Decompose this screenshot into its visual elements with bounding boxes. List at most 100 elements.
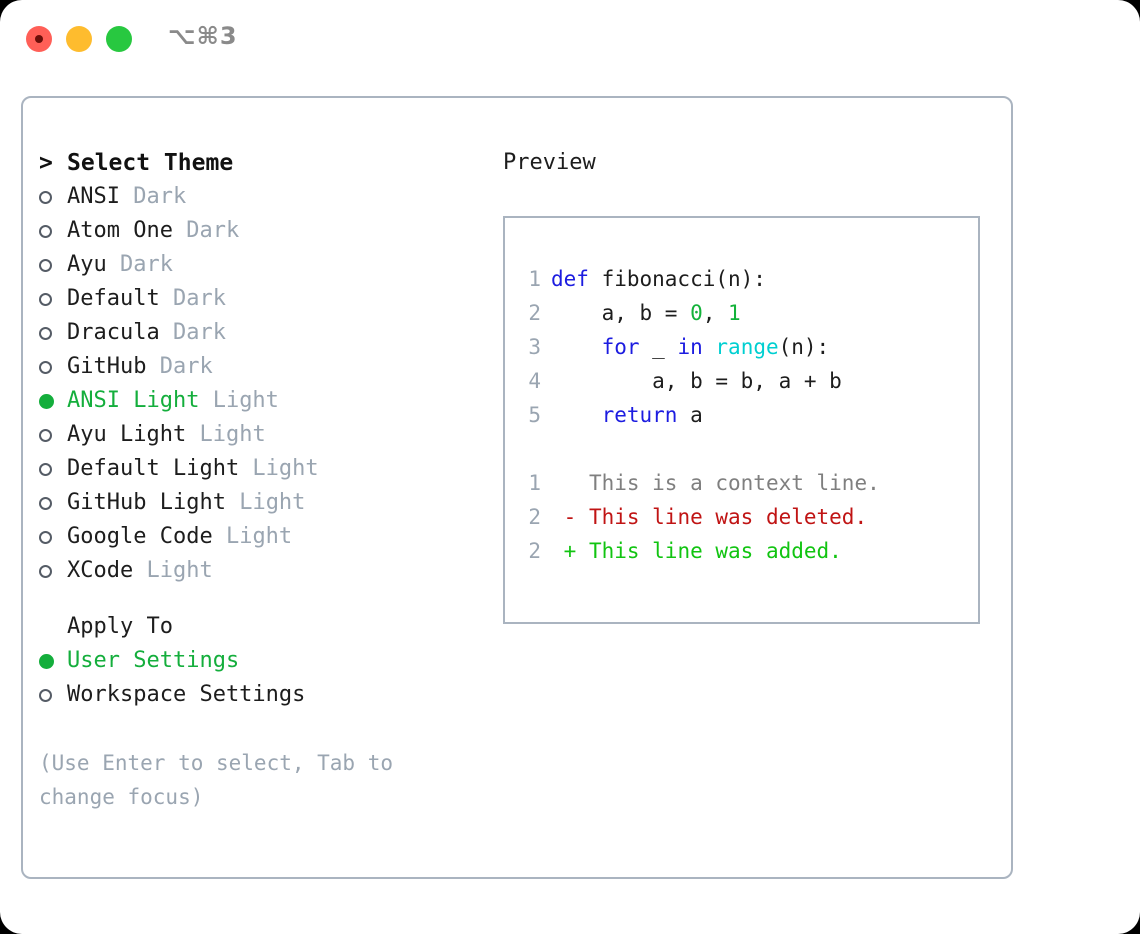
theme-list-item[interactable]: Dracula Dark [39,316,489,350]
radio-unselected-icon[interactable] [39,224,67,238]
radio-unselected-icon[interactable] [39,530,67,544]
diff-line: 2 - This line was deleted. [519,500,978,534]
theme-name: GitHub Light [67,490,226,515]
radio-glyph [39,258,52,272]
code-token: in [677,335,703,359]
diff-marker [551,471,576,495]
theme-name: Atom One [67,218,173,243]
diff-marker: + [551,539,577,563]
radio-unselected-icon[interactable] [39,360,67,374]
theme-name: Dracula [67,320,160,345]
diff-text: This is a context line. [576,471,880,495]
theme-list-item[interactable]: GitHub Dark [39,350,489,384]
radio-glyph [39,393,54,409]
code-token: return [601,403,678,427]
preview-title: Preview [503,150,596,175]
theme-list-item[interactable]: GitHub Light Light [39,486,489,520]
code-line: 3 for _ in range(n): [519,330,978,364]
diff-line: 1 This is a context line. [519,466,978,500]
radio-glyph [39,530,52,544]
apply-to-option[interactable]: User Settings [39,644,489,678]
theme-list-item[interactable]: Default Dark [39,282,489,316]
radio-unselected-icon[interactable] [39,564,67,578]
diff-line: 2 + This line was added. [519,534,978,568]
theme-name: Ayu Light [67,422,187,447]
theme-list-item[interactable]: Default Light Light [39,452,489,486]
radio-glyph [39,428,52,442]
line-number: 1 [528,267,541,291]
diff-text: This line was added. [576,539,842,563]
apply-to-label: User Settings [67,648,240,673]
code-token [551,335,602,359]
line-number: 5 [528,403,541,427]
theme-name: Default Light [67,456,240,481]
radio-glyph [39,224,52,238]
radio-unselected-icon[interactable] [39,258,67,272]
code-token: (n): [778,335,830,359]
theme-kind-badge: Dark [172,218,240,243]
theme-picker-header: > Select Theme [39,146,489,180]
code-token: 0 [690,301,703,325]
code-token [703,335,716,359]
code-token: range [715,335,779,359]
code-token: fibonacci(n): [601,267,766,291]
theme-kind-badge: Light [133,558,213,583]
theme-name: ANSI [67,184,120,209]
theme-list-item[interactable]: XCode Light [39,554,489,588]
radio-glyph [39,360,52,374]
theme-kind-badge: Dark [159,320,226,345]
caret-icon: > [39,150,53,176]
close-button[interactable] [26,26,52,52]
apply-to-option[interactable]: Workspace Settings [39,678,489,712]
theme-list-item[interactable]: Ayu Dark [39,248,489,282]
maximize-button[interactable] [106,26,132,52]
line-number: 3 [528,335,541,359]
radio-glyph [39,496,52,510]
radio-unselected-icon[interactable] [39,428,67,442]
code-token [551,403,602,427]
theme-name: Default [67,286,160,311]
theme-name: Ayu [67,252,107,277]
title-bar: ⌥⌘3 [0,0,1140,78]
radio-selected-icon[interactable] [39,653,67,669]
radio-glyph [39,653,54,669]
radio-unselected-icon[interactable] [39,688,67,702]
theme-list-item[interactable]: Ayu Light Light [39,418,489,452]
radio-unselected-icon[interactable] [39,496,67,510]
theme-kind-badge: Dark [119,184,187,209]
theme-kind-badge: Dark [159,286,226,311]
code-line: 4 a, b = b, a + b [519,364,978,398]
radio-unselected-icon[interactable] [39,292,67,306]
line-number: 1 [528,471,541,495]
theme-kind-badge: Light [186,422,266,447]
radio-glyph [39,688,52,702]
section-divider [39,588,489,610]
code-token: , [702,301,729,325]
radio-unselected-icon[interactable] [39,462,67,476]
keyboard-hint: (Use Enter to select, Tab to change focu… [39,751,394,809]
apply-to-title: Apply To [67,614,173,639]
code-token: a, b = b, a + b [551,369,842,393]
radio-glyph [39,326,52,340]
code-line: 2 a, b = 0, 1 [519,296,978,330]
theme-list-item[interactable]: ANSI Dark [39,180,489,214]
radio-unselected-icon[interactable] [39,190,67,204]
minimize-button[interactable] [66,26,92,52]
theme-list-item[interactable]: Atom One Dark [39,214,489,248]
theme-list-item[interactable]: Google Code Light [39,520,489,554]
theme-kind-badge: Light [225,490,306,515]
theme-list-item[interactable]: ANSI Light Light [39,384,489,418]
radio-selected-icon[interactable] [39,393,67,409]
theme-kind-badge: Light [212,524,293,549]
keyboard-shortcut-label: ⌥⌘3 [168,22,238,50]
window-controls [26,26,132,52]
radio-unselected-icon[interactable] [39,326,67,340]
